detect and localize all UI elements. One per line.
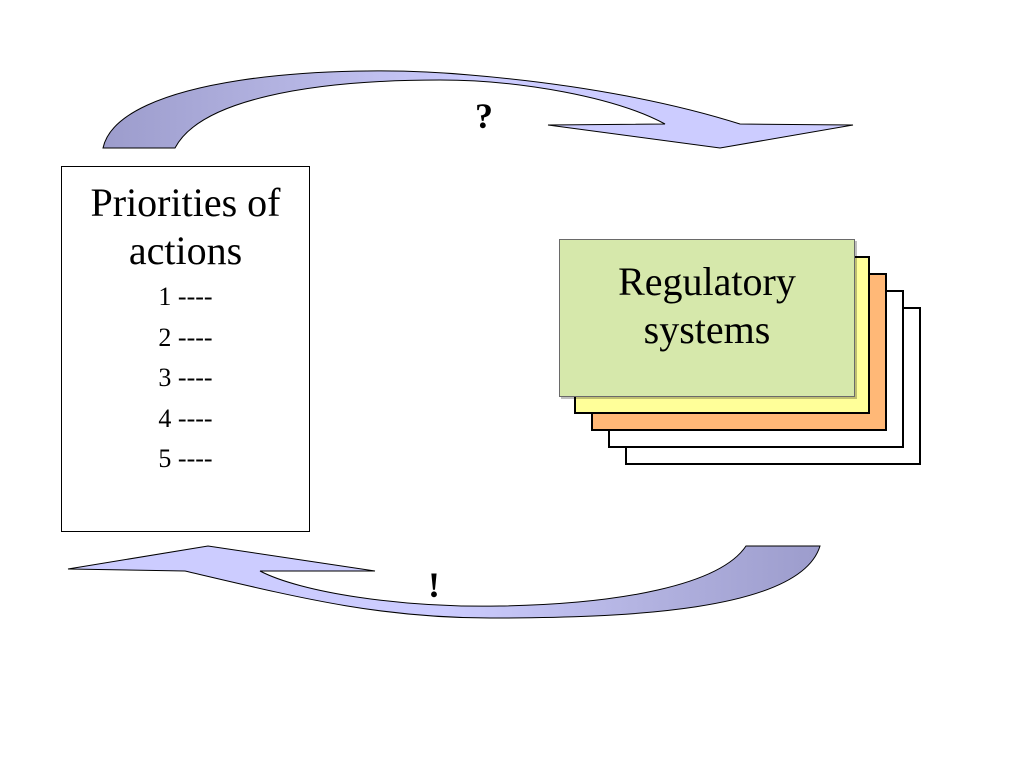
bottom-curved-arrow	[67, 545, 821, 619]
priority-item: 1 ----	[158, 282, 213, 311]
priorities-title: Priorities of actions	[90, 180, 281, 273]
regulatory-systems-card: Regulatory systems	[559, 239, 855, 397]
question-mark-label: ?	[475, 96, 493, 136]
priority-item: 2 ----	[158, 322, 213, 352]
exclamation-mark-label: !	[428, 565, 440, 605]
priority-item: 3 ----	[158, 363, 213, 392]
priority-item: 5 ----	[158, 444, 213, 473]
regulatory-systems-label: Regulatory systems	[618, 259, 796, 352]
priorities-of-actions-box: Priorities of actions 1 ---- 2 ---- 3 --…	[61, 166, 310, 532]
top-curved-arrow	[102, 70, 854, 149]
priorities-list: 1 ---- 2 ---- 3 ---- 4 ---- 5 ----	[62, 277, 309, 480]
priority-item: 4 ----	[158, 403, 213, 433]
